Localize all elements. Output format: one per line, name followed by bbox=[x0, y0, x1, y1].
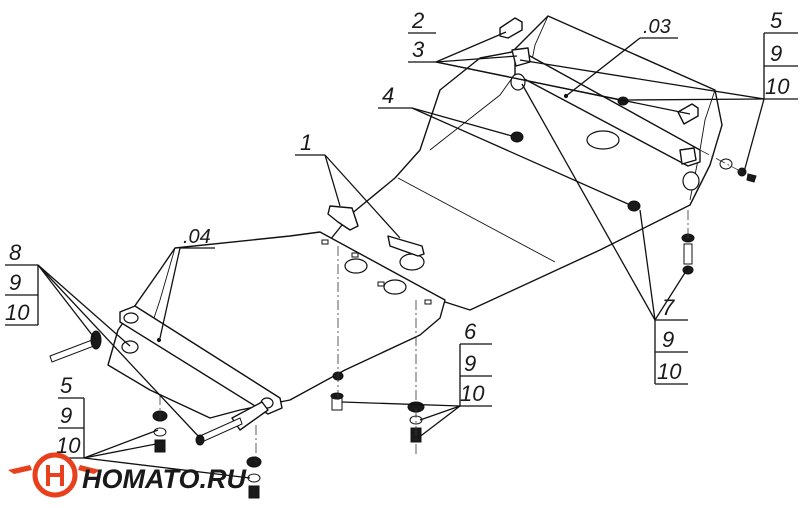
crossbar-hole-left bbox=[123, 312, 139, 324]
callout-2: 2 bbox=[411, 8, 424, 33]
rear-plate-hole-right bbox=[682, 171, 700, 191]
bracket-1a bbox=[327, 205, 359, 231]
callout-5-bottom: 5 bbox=[60, 373, 73, 398]
bracket-top-foot bbox=[511, 47, 531, 67]
callout-04: .04 bbox=[183, 226, 211, 248]
crossbar-rivet bbox=[156, 337, 162, 343]
logo-h-glyph bbox=[46, 465, 64, 486]
front-plate-hole-4 bbox=[121, 340, 139, 354]
bracket-right-foot bbox=[679, 147, 697, 165]
bolt-set-right bbox=[719, 158, 757, 183]
bolt-set-front-center bbox=[330, 371, 344, 411]
callout-9-right: 9 bbox=[662, 327, 674, 352]
callout-8: 8 bbox=[9, 240, 22, 265]
front-plate-hole-2 bbox=[399, 253, 425, 271]
rear-mount-rail bbox=[514, 55, 701, 167]
callout-9-center: 9 bbox=[464, 351, 476, 376]
callout-4: 4 bbox=[382, 83, 394, 108]
rear-plate-nut-1 bbox=[510, 131, 524, 143]
callout-7: 7 bbox=[662, 295, 675, 320]
callout-6: 6 bbox=[464, 319, 477, 344]
logo-wordmark: HOMATO.RU bbox=[82, 464, 247, 494]
homato-logo: HOMATO.RU bbox=[8, 452, 247, 498]
bracket-1b bbox=[387, 235, 425, 257]
long-bolt-front bbox=[195, 417, 243, 446]
front-plate-slot-1 bbox=[321, 239, 329, 245]
callout-9-bottom: 9 bbox=[60, 403, 72, 428]
logo-wing-right bbox=[78, 465, 100, 474]
rear-plate-nut-2 bbox=[627, 200, 641, 212]
front-skid-plate bbox=[107, 231, 446, 419]
callout-10-center: 10 bbox=[460, 381, 485, 406]
bracket-top bbox=[499, 17, 523, 39]
callout-10-top: 10 bbox=[765, 74, 790, 99]
callout-9-top: 9 bbox=[770, 41, 782, 66]
callout-1: 1 bbox=[300, 130, 312, 155]
callout-3: 3 bbox=[412, 37, 425, 62]
bolt-set-logo-right bbox=[246, 456, 262, 499]
front-plate-slot-3 bbox=[377, 281, 385, 287]
leader-lines bbox=[5, 31, 798, 479]
front-plate-slot-2 bbox=[351, 252, 359, 258]
front-plate-slot-4 bbox=[424, 299, 432, 305]
rear-rail-hole-1 bbox=[510, 73, 526, 91]
callout-5-top: 5 bbox=[770, 8, 783, 33]
callout-03: .03 bbox=[643, 16, 671, 38]
front-plate-hole-1 bbox=[344, 258, 368, 274]
front-plate-hole-3 bbox=[383, 279, 407, 295]
center-lines bbox=[159, 149, 743, 462]
callout-9-left: 9 bbox=[9, 270, 21, 295]
callout-10-right: 10 bbox=[657, 359, 682, 384]
logo-wing-left bbox=[8, 465, 32, 474]
rear-rail-slot bbox=[586, 130, 620, 150]
rear-plate-bend-line bbox=[397, 177, 556, 263]
callout-10-left: 10 bbox=[5, 300, 30, 325]
